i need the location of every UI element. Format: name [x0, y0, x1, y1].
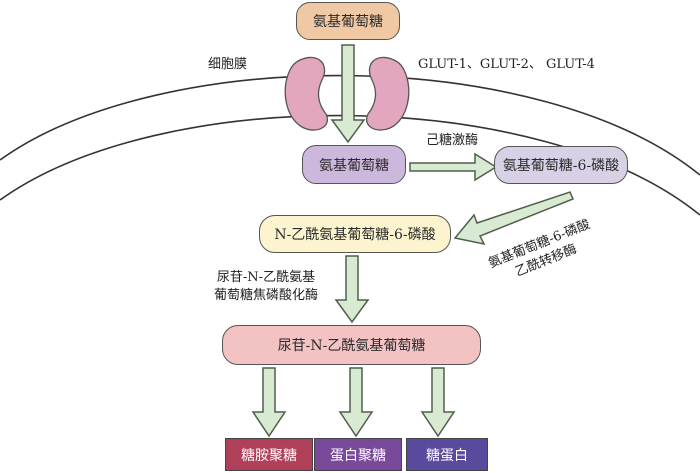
- node-glucosamine-intracellular: 氨基葡萄糖: [302, 145, 406, 184]
- node-glucosamine-6-phosphate: 氨基葡萄糖-6-磷酸: [494, 146, 628, 184]
- label-glut-transporters: GLUT-1、GLUT-2、 GLUT-4: [418, 57, 595, 72]
- label-pyrophosphorylase-line-1: 尿苷-N-乙酰氨基: [216, 270, 316, 285]
- transporter-right-shape: [366, 56, 410, 131]
- node-n-acetyl-glucosamine-6-phosphate: N-乙酰氨基葡萄糖-6-磷酸: [259, 215, 451, 253]
- product-glycoprotein: 糖蛋白: [406, 438, 488, 471]
- arrow-acetyltransferase: [453, 191, 574, 246]
- node-glucosamine-extracellular: 氨基葡萄糖: [296, 2, 400, 40]
- transporter-left-shape: [284, 56, 328, 131]
- label-hexokinase: 己糖激酶: [426, 133, 479, 148]
- arrow-hexokinase: [409, 152, 498, 182]
- arrow-pyrophosphorylase: [334, 255, 370, 324]
- arrow-to-glycosaminoglycan: [251, 367, 287, 438]
- node-udp-n-acetyl-glucosamine: 尿苷-N-乙酰氨基葡萄糖: [222, 325, 481, 365]
- arrow-to-proteoglycan: [338, 367, 374, 438]
- arrow-transport: [330, 44, 366, 144]
- arrow-to-glycoprotein: [420, 367, 456, 438]
- product-proteoglycan: 蛋白聚糖: [314, 438, 402, 471]
- label-pyrophosphorylase-line-2: 葡萄糖焦磷酸化酶: [213, 288, 318, 303]
- label-cell-membrane: 细胞膜: [208, 57, 248, 72]
- product-glycosaminoglycan: 糖胺聚糖: [225, 438, 313, 471]
- label-pyrophosphorylase: 尿苷-N-乙酰氨基 葡萄糖焦磷酸化酶: [196, 269, 336, 305]
